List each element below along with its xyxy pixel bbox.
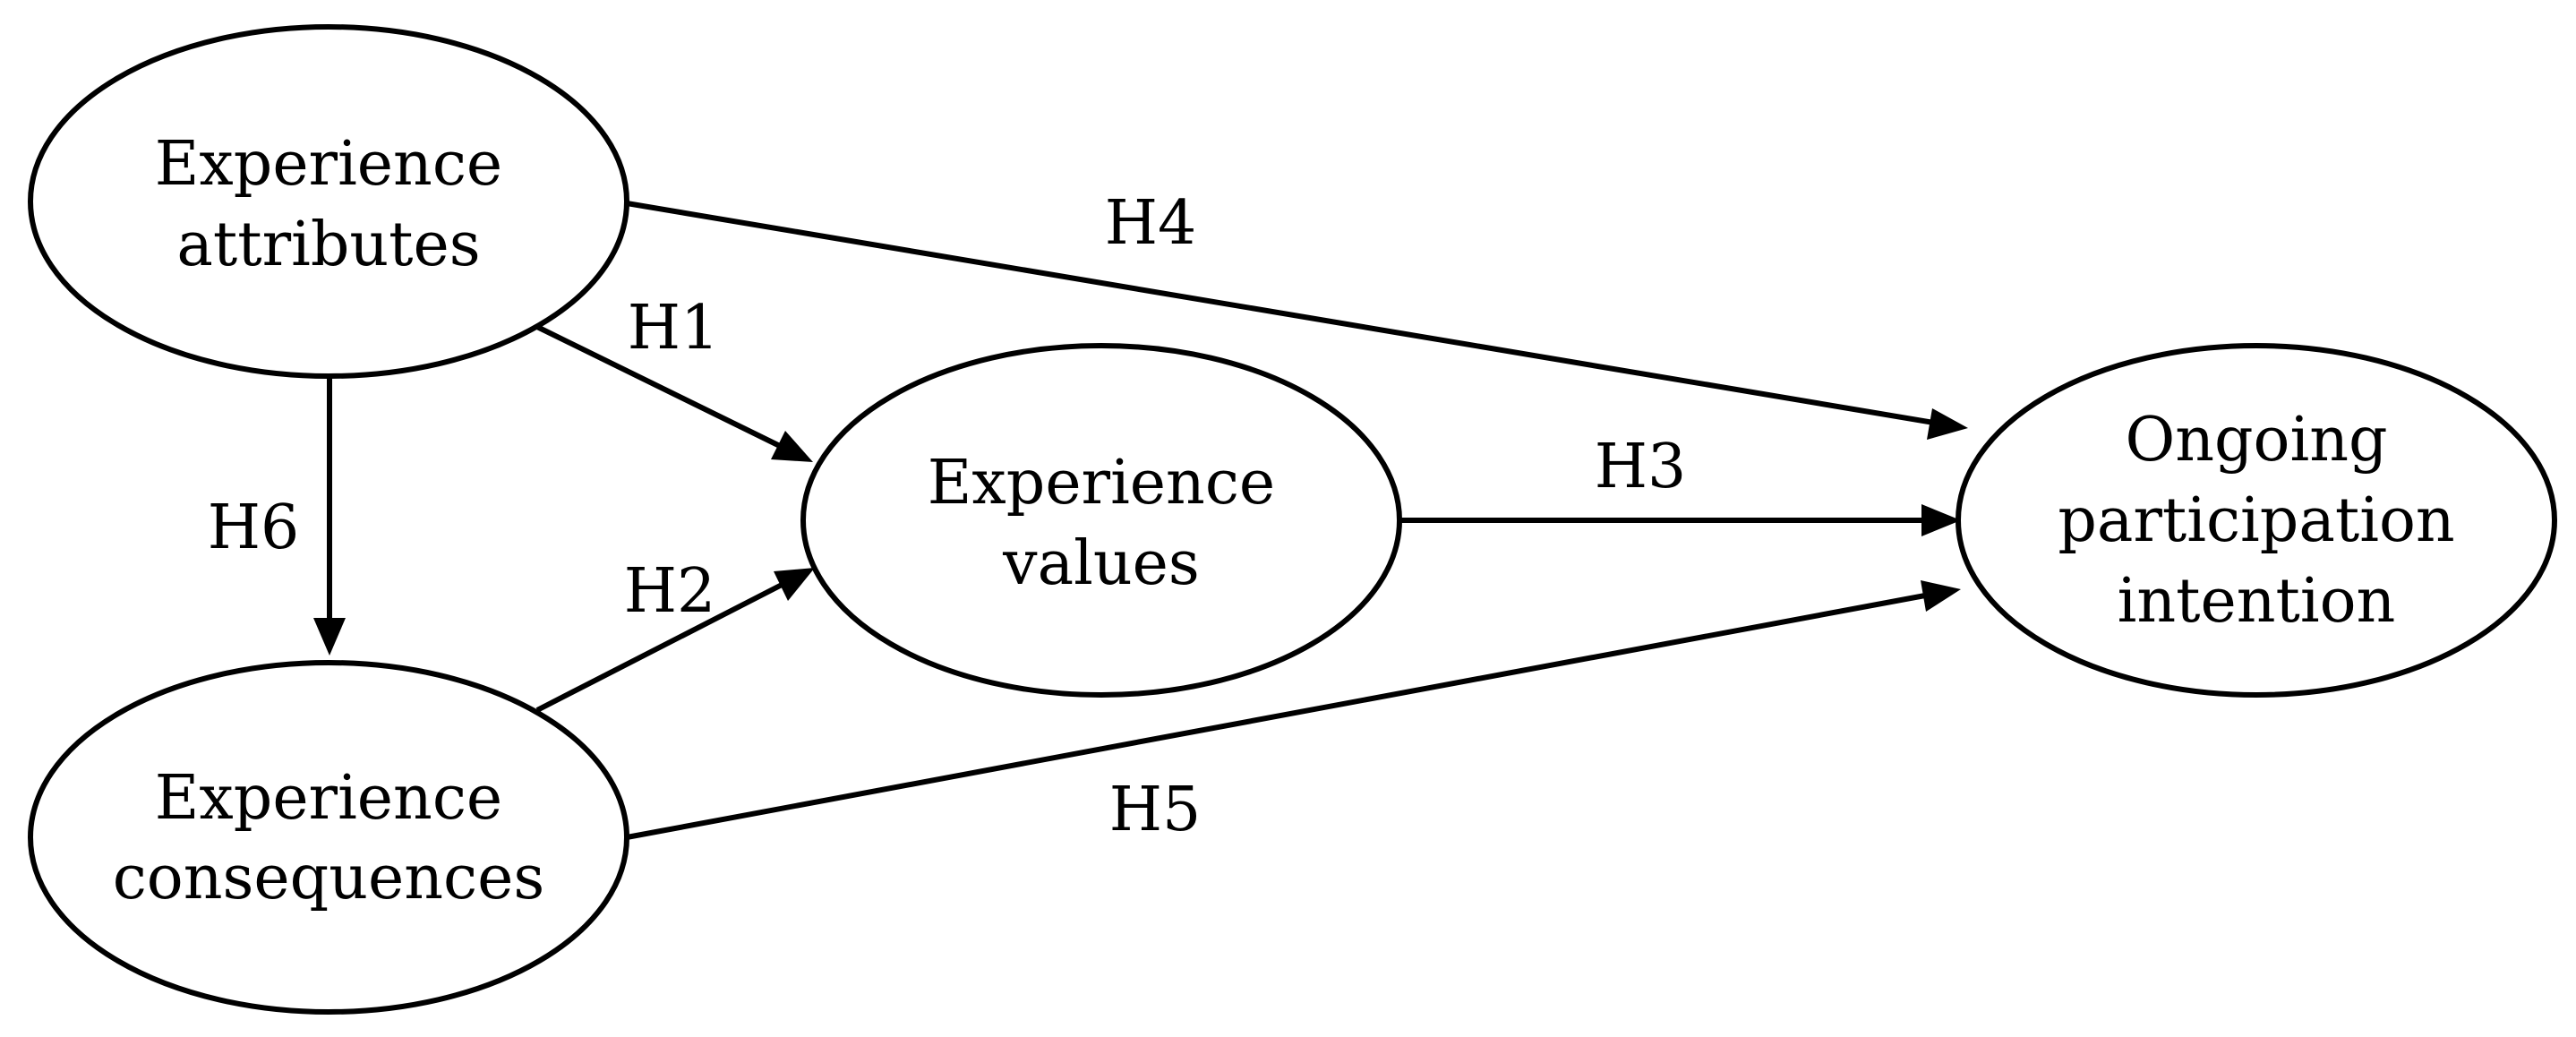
node-values-line-2: values bbox=[1002, 528, 1200, 599]
node-attributes-line-1: Experience bbox=[155, 129, 502, 200]
edge-h5-arrowhead bbox=[1921, 580, 1961, 612]
edge-label-h4: H4 bbox=[1105, 188, 1197, 259]
edge-h4-arrowhead bbox=[1927, 408, 1968, 440]
edge-h2-line bbox=[535, 580, 787, 713]
edge-h2-arrowhead bbox=[774, 568, 815, 601]
edge-label-h5: H5 bbox=[1109, 775, 1202, 845]
edge-label-h1: H1 bbox=[628, 293, 720, 364]
edge-label-h2: H2 bbox=[624, 556, 716, 627]
edge-label-h6: H6 bbox=[208, 493, 300, 563]
node-intention-line-2: participation bbox=[2058, 485, 2454, 556]
edge-h5-line bbox=[626, 593, 1926, 840]
node-experience-consequences bbox=[28, 660, 629, 1015]
edge-h1-line bbox=[535, 324, 785, 450]
node-values-line-1: Experience bbox=[928, 448, 1275, 518]
edge-h3-arrowhead bbox=[1921, 504, 1961, 536]
node-experience-attributes bbox=[28, 24, 629, 379]
node-ongoing-participation-intention bbox=[1956, 343, 2557, 698]
edge-h6-arrowhead bbox=[313, 618, 346, 656]
edge-h1-arrowhead bbox=[771, 431, 813, 462]
node-attributes-line-2: attributes bbox=[176, 210, 480, 280]
edge-label-h3: H3 bbox=[1595, 432, 1687, 502]
node-intention-line-1: Ongoing bbox=[2125, 405, 2387, 476]
node-consequences-line-1: Experience bbox=[155, 763, 502, 834]
node-consequences-line-2: consequences bbox=[113, 843, 545, 913]
edge-h4-line bbox=[626, 201, 1935, 425]
node-intention-line-3: intention bbox=[2118, 566, 2396, 637]
node-experience-values bbox=[800, 343, 1402, 698]
